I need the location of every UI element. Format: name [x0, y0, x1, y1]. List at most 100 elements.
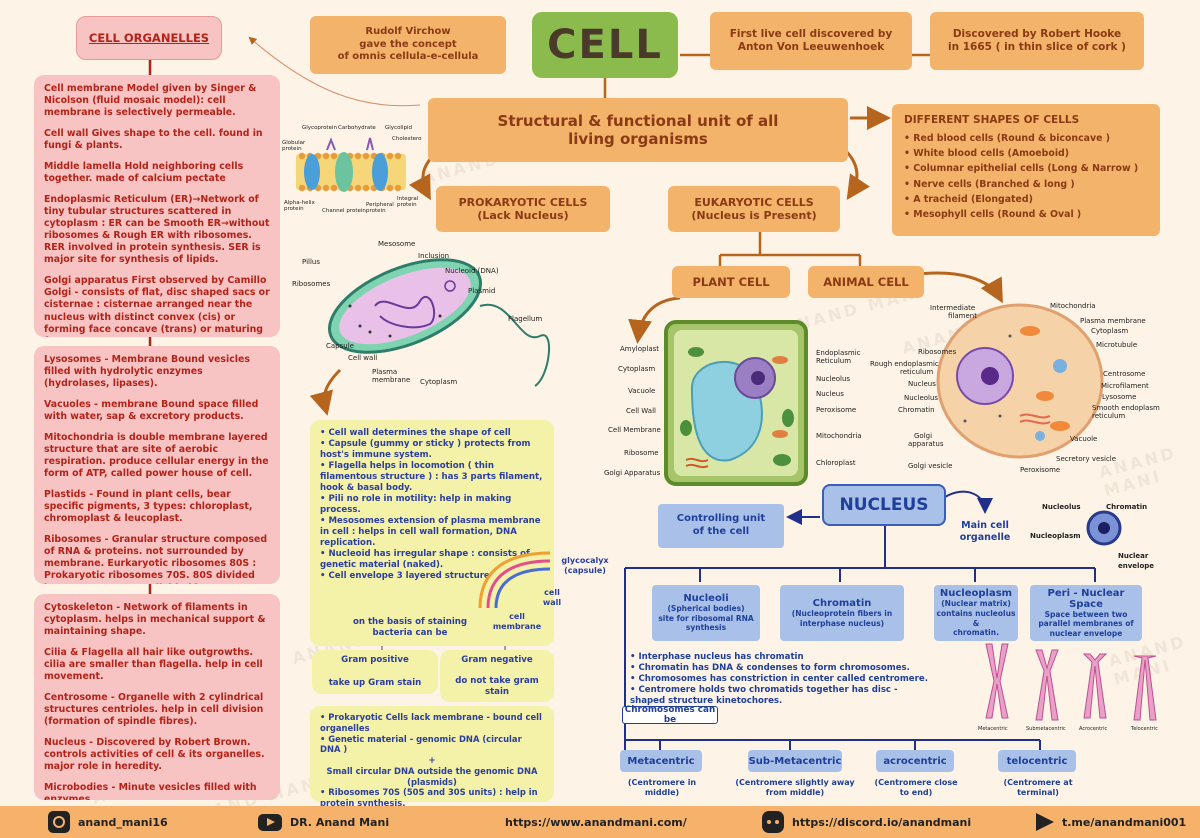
prokaryote-note: • Cell envelope 3 layered structure	[320, 571, 490, 581]
discord-link[interactable]: https://discord.io/anandmani	[762, 811, 971, 833]
instagram-link[interactable]: anand_mani16	[48, 811, 168, 833]
prokaryotic-title: PROKARYOTIC CELLS	[458, 196, 588, 209]
svg-text:Channel protein: Channel protein	[322, 208, 366, 214]
svg-text:Plasmid: Plasmid	[468, 287, 495, 295]
svg-text:Lysosome: Lysosome	[1102, 393, 1136, 401]
organelle-note: Cytoskeleton - Network of filaments in c…	[44, 602, 266, 638]
chromosomes-can-be-label: Chromosomes can be	[622, 705, 718, 725]
svg-text:Ribosome: Ribosome	[624, 449, 659, 457]
svg-text:Ribosomes: Ribosomes	[918, 348, 957, 356]
cell-shape-item: • White blood cells (Amoeboid)	[904, 148, 1070, 160]
chromosome-types-diagram: Metacentric Submetacentric Acrocentric T…	[978, 643, 1158, 732]
svg-text:Cytoplasm: Cytoplasm	[1091, 327, 1128, 335]
telegram-link[interactable]: t.me/anandmani001	[1036, 813, 1186, 831]
gram-positive-desc: take up Gram stain	[328, 678, 422, 688]
cell-membrane-label: cell membrane	[492, 612, 542, 632]
svg-text:Nucleolus: Nucleolus	[816, 375, 850, 383]
prokaryote-note: • Flagella helps in locomotion ( thin fi…	[320, 461, 543, 493]
prokaryote-note: • Pili no role in motility: help in maki…	[320, 494, 512, 515]
svg-text:Chloroplast: Chloroplast	[816, 459, 856, 467]
organelles-box-3: Cytoskeleton - Network of filaments in c…	[34, 594, 280, 800]
svg-text:protein: protein	[397, 202, 417, 208]
svg-text:Metacentric: Metacentric	[978, 726, 1008, 732]
svg-text:Vacuole: Vacuole	[628, 387, 655, 395]
svg-text:Cell wall: Cell wall	[348, 354, 377, 362]
cell-organelles-header: CELL ORGANELLES	[76, 16, 222, 60]
svg-text:envelope: envelope	[1118, 562, 1154, 570]
plant-cell-box: PLANT CELL	[672, 266, 790, 298]
nucleus-diagram: Nucleolus Chromatin Nucleoplasm Nuclear …	[1030, 503, 1154, 570]
svg-text:Plasma membrane: Plasma membrane	[1080, 317, 1146, 325]
svg-text:protein: protein	[282, 146, 302, 152]
submetacentric-desc: (Centromere slightly away from middle)	[735, 778, 855, 798]
prokaryotic-sub: (Lack Nucleus)	[477, 209, 569, 222]
gram-positive-box: Gram positive take up Gram stain	[312, 650, 438, 694]
chromatin-title: Chromatin	[812, 597, 872, 609]
nucleus-title-box: NUCLEUS	[822, 484, 946, 526]
svg-text:Microfilament: Microfilament	[1101, 382, 1149, 390]
svg-text:Cytoplasm: Cytoplasm	[420, 378, 457, 386]
cell-organelles-title: CELL ORGANELLES	[88, 31, 210, 45]
main-organelle-label: Main cell organelle	[959, 520, 1011, 544]
prokaryote-note: +	[428, 755, 436, 765]
svg-text:Capsule: Capsule	[326, 342, 354, 350]
instagram-handle: anand_mani16	[78, 815, 168, 829]
organelle-note: Cell wall Gives shape to the cell. found…	[44, 128, 263, 152]
prokaryote-note: • Capsule (gummy or sticky ) protects fr…	[320, 439, 531, 460]
acrocentric-desc: (Centromere close to end)	[874, 778, 958, 798]
plant-cell-diagram: Amyloplast Cytoplasm Vacuole Cell Wall C…	[604, 320, 862, 486]
telegram-handle: t.me/anandmani001	[1062, 815, 1187, 829]
svg-text:Mitochondria: Mitochondria	[1050, 302, 1096, 310]
svg-text:Cell Wall: Cell Wall	[626, 407, 656, 415]
nucleus-notes: • Interphase nucleus has chromatin • Chr…	[630, 652, 930, 707]
chromatin-box: Chromatin (Nucleoprotein fibers in inter…	[780, 585, 904, 641]
structural-unit-box: Structural & functional unit of all livi…	[428, 98, 848, 162]
bacteria-diagram: Pillus Ribosomes Mesosome Inclusion Nucl…	[292, 240, 551, 387]
svg-text:protein: protein	[284, 206, 304, 212]
svg-text:Nucleoid (DNA): Nucleoid (DNA)	[445, 267, 499, 275]
svg-text:Globular: Globular	[282, 140, 306, 146]
svg-text:Nucleolus: Nucleolus	[904, 394, 938, 402]
telocentric-box: telocentric	[998, 750, 1076, 772]
organelles-box-2: Lysosomes - Membrane Bound vesicles fill…	[34, 346, 280, 584]
youtube-link[interactable]: DR. Anand Mani	[258, 813, 390, 831]
svg-text:Nuclear: Nuclear	[1118, 552, 1149, 560]
cell-shape-item: • Red blood cells (Round & biconcave )	[904, 133, 1110, 144]
nucleus-note: • Centromere holds two chromatids togeth…	[630, 685, 898, 706]
nucleoli-desc: (Spherical bodies) site for ribosomal RN…	[658, 604, 754, 633]
svg-text:Centrosome: Centrosome	[1103, 370, 1145, 378]
svg-text:Rough endoplasmic: Rough endoplasmic	[870, 360, 939, 368]
svg-text:Chromatin: Chromatin	[1106, 503, 1147, 511]
prokaryote-note: • Nucleoid has irregular shape : consist…	[320, 549, 530, 570]
svg-text:Glycolipid: Glycolipid	[385, 125, 412, 131]
nucleoplasm-box: Nucleoplasm (Nuclear matrix) contains nu…	[934, 585, 1018, 641]
nucleus-note: • Chromosomes has constriction in center…	[630, 674, 928, 684]
svg-text:Flagellum: Flagellum	[508, 315, 542, 323]
page-title-box: CELL	[532, 12, 678, 78]
youtube-channel: DR. Anand Mani	[290, 815, 390, 829]
svg-text:Amyloplast: Amyloplast	[620, 345, 659, 353]
svg-text:protein: protein	[366, 208, 386, 214]
organelle-note: Vacuoles - membrane Bound space filled w…	[44, 399, 259, 423]
cell-shape-item: • A tracheid (Elongated)	[904, 193, 1033, 205]
gram-negative-desc: do not take gram stain	[455, 675, 539, 697]
svg-text:Peroxisome: Peroxisome	[1020, 466, 1060, 474]
svg-text:Reticulum: Reticulum	[816, 357, 851, 365]
svg-text:Smooth endoplasmic: Smooth endoplasmic	[1092, 404, 1160, 412]
cell-membrane-diagram: Glycoprotein Carbohydrate Glycolipid Cho…	[282, 125, 422, 214]
svg-text:Cytoplasm: Cytoplasm	[618, 365, 655, 373]
website-link[interactable]: https://www.anandmani.com/	[505, 816, 687, 829]
svg-text:Intermediate: Intermediate	[930, 304, 975, 312]
nucleoli-box: Nucleoli (Spherical bodies) site for rib…	[652, 585, 760, 641]
svg-text:reticulum: reticulum	[900, 368, 933, 376]
organelle-note: Middle lamella Hold neighboring cells to…	[44, 161, 244, 185]
submetacentric-box: Sub-Metacentric	[748, 750, 842, 772]
telocentric-desc: (Centromere at terminal)	[1003, 778, 1073, 798]
footer-bar: anand_mani16 DR. Anand Mani https://www.…	[0, 806, 1200, 838]
svg-text:Golgi vesicle: Golgi vesicle	[908, 462, 952, 470]
svg-text:Vacuole: Vacuole	[1070, 435, 1097, 443]
eukaryotic-sub: (Nucleus is Present)	[691, 209, 817, 222]
prokaryote-note: • Prokaryotic Cells lack membrane - boun…	[320, 712, 542, 733]
page-title: CELL	[547, 22, 663, 68]
svg-text:Nucleus: Nucleus	[908, 380, 936, 388]
